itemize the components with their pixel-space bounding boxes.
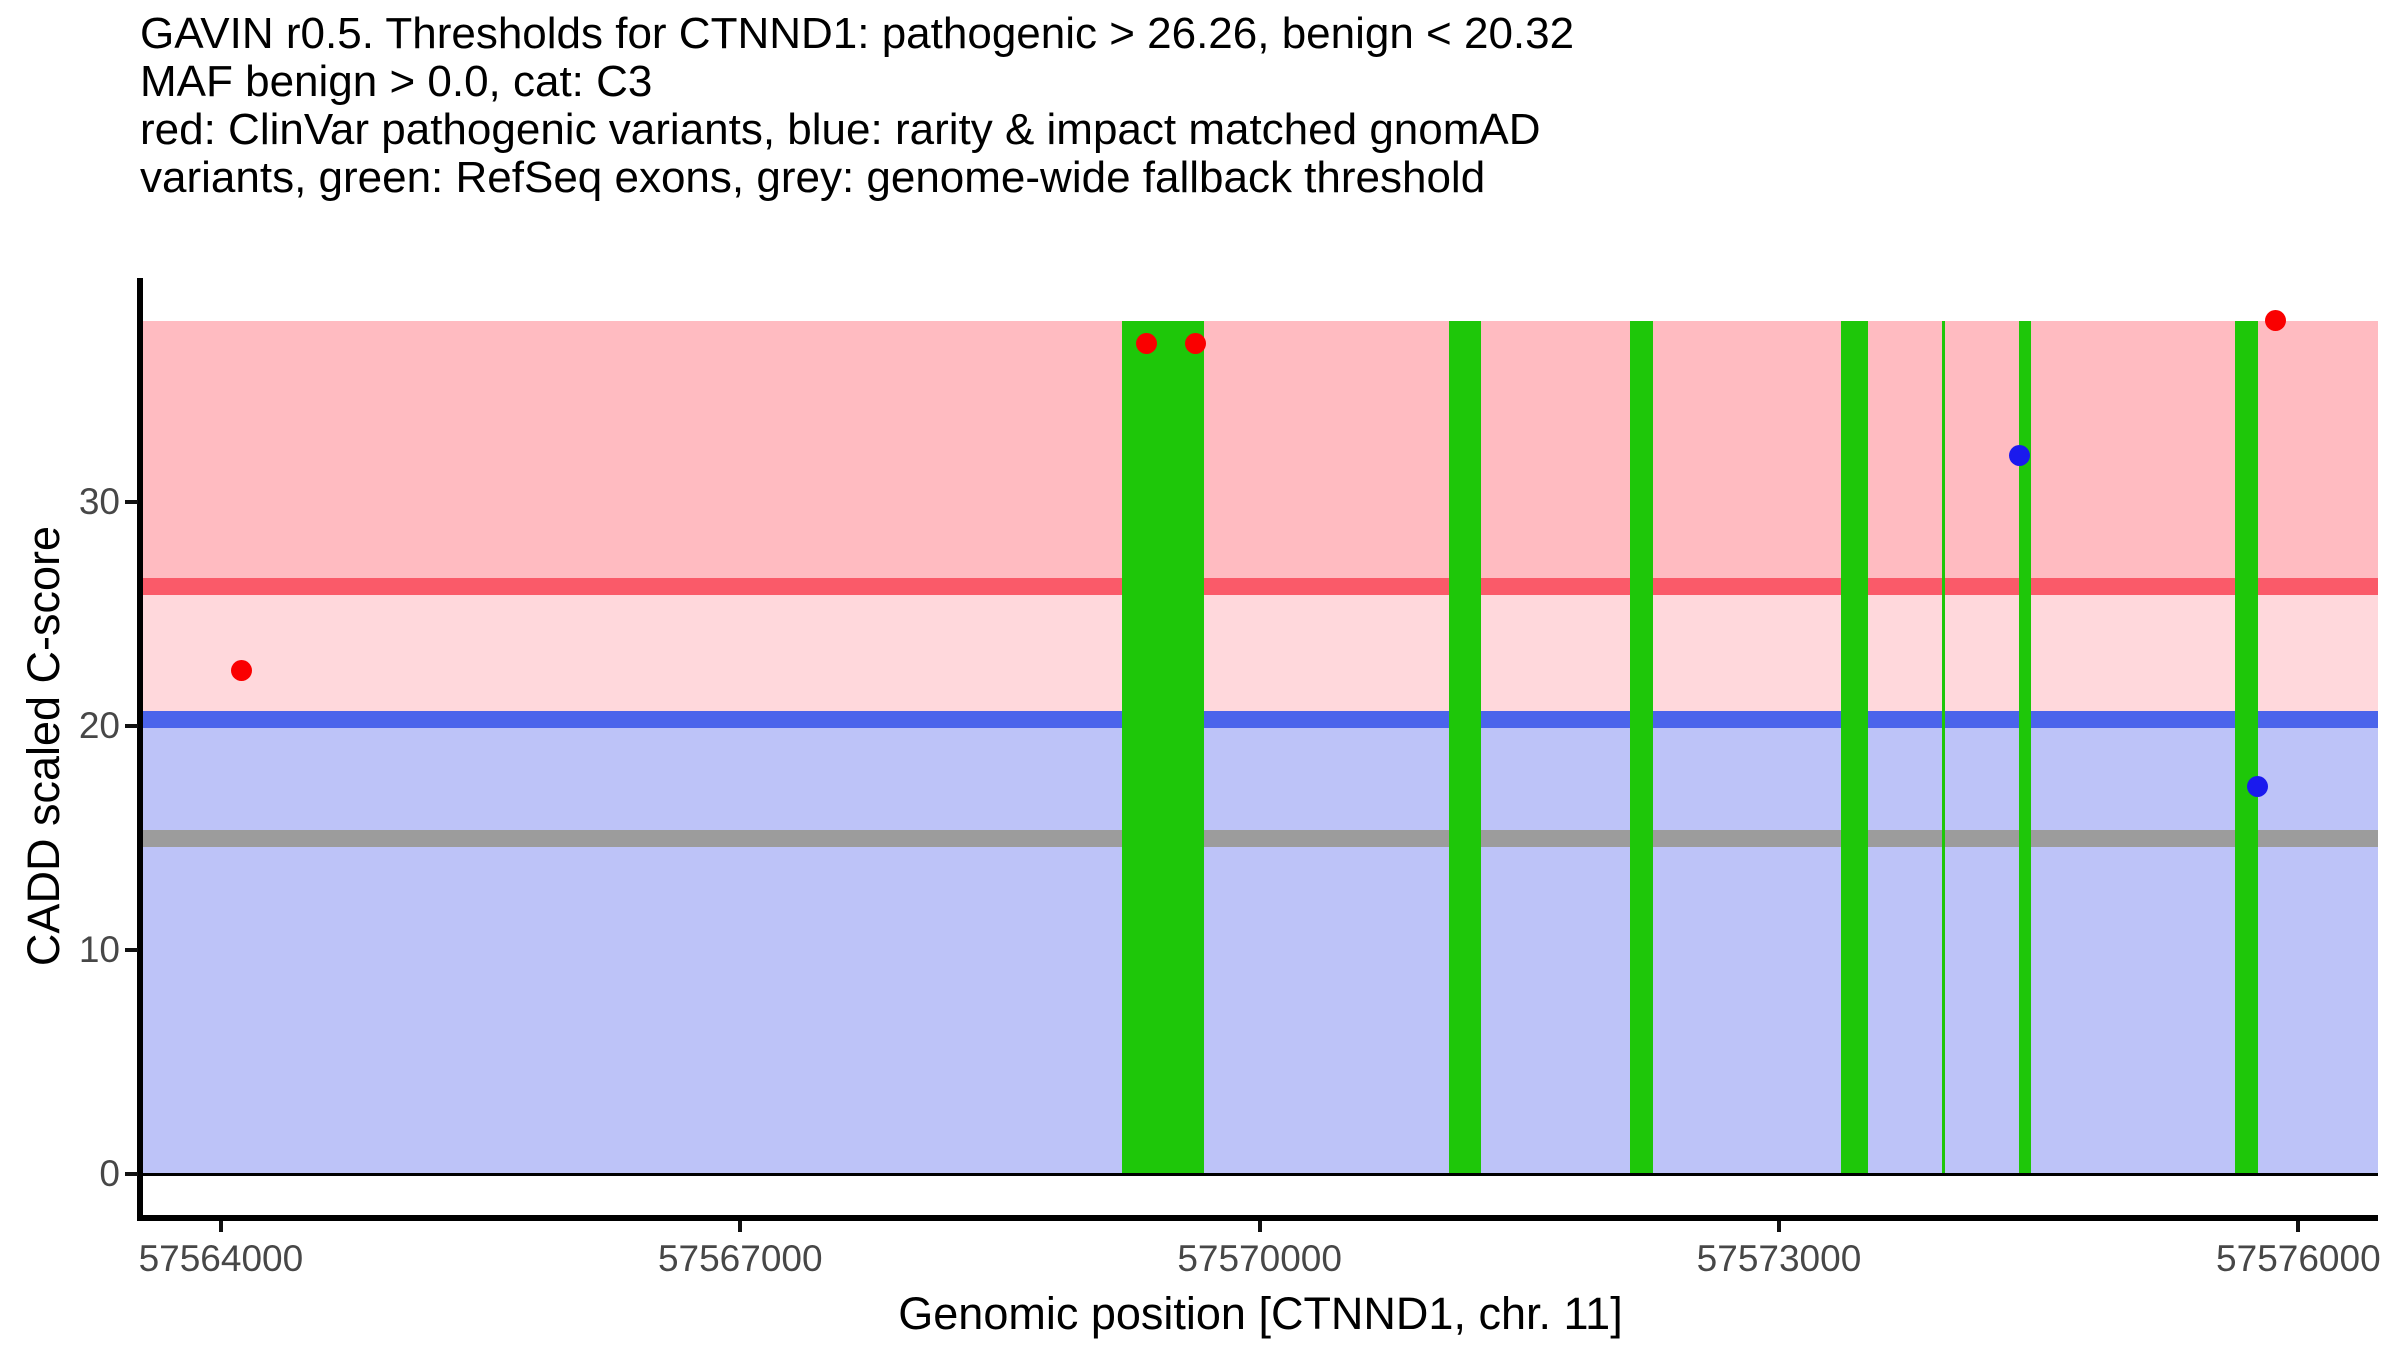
clinvar-pathogenic-variant-dot xyxy=(1136,332,1158,354)
x-axis-tick xyxy=(2296,1221,2301,1232)
plot-title-line-2: MAF benign > 0.0, cat: C3 xyxy=(140,57,653,106)
plot-title: GAVIN r0.5. Thresholds for CTNND1: patho… xyxy=(140,10,1574,202)
plot-panel xyxy=(143,278,2378,1215)
x-axis-title: Genomic position [CTNND1, chr. 11] xyxy=(898,1288,1623,1339)
x-axis-tick xyxy=(1257,1221,1262,1232)
x-axis-tick xyxy=(218,1221,223,1232)
pathogenic-threshold-line xyxy=(143,577,2378,595)
plot-title-line-3: red: ClinVar pathogenic variants, blue: … xyxy=(140,105,1541,154)
pathogenic-zone xyxy=(143,320,2378,587)
refseq-exon-bar xyxy=(1630,320,1654,1175)
refseq-exon-bar xyxy=(1841,320,1869,1175)
plot-title-line-1: GAVIN r0.5. Thresholds for CTNND1: patho… xyxy=(140,9,1575,58)
y-axis-tick-label: 30 xyxy=(78,481,120,523)
x-axis-tick-label: 57570000 xyxy=(1177,1238,1342,1279)
plot-title-line-4: variants, green: RefSeq exons, grey: gen… xyxy=(140,153,1486,202)
gnomad-matched-variant-dot xyxy=(2009,444,2031,466)
x-axis-tick-label: 57576000 xyxy=(2216,1238,2381,1279)
x-axis-tick xyxy=(738,1221,743,1232)
refseq-exon-bar xyxy=(1942,320,1945,1175)
y-axis-tick xyxy=(125,1172,138,1177)
clinvar-pathogenic-variant-dot xyxy=(1184,332,1206,354)
y-axis-tick-label: 10 xyxy=(78,929,120,971)
clinvar-pathogenic-variant-dot xyxy=(2264,310,2286,332)
y-axis-line xyxy=(137,278,143,1221)
benign-zone xyxy=(143,719,2378,1175)
x-axis-line xyxy=(137,1215,2378,1221)
genome-wide-fallback-line xyxy=(143,829,2378,847)
refseq-exon-bar xyxy=(1449,320,1482,1175)
y-axis-tick xyxy=(125,724,138,729)
gnomad-matched-variant-dot xyxy=(2247,776,2269,798)
refseq-exon-bar xyxy=(2235,320,2259,1175)
y-axis-tick xyxy=(125,948,138,953)
x-axis-tick xyxy=(1776,1221,1781,1232)
refseq-exon-bar xyxy=(2019,320,2032,1175)
y-axis-tick-label: 20 xyxy=(78,705,120,747)
x-axis-tick-label: 57567000 xyxy=(657,1238,823,1279)
y-axis-tick-label: 0 xyxy=(99,1153,120,1195)
x-axis-tick-label: 57564000 xyxy=(138,1238,304,1279)
refseq-exon-bar xyxy=(1122,320,1205,1175)
y-axis-tick xyxy=(125,500,138,505)
clinvar-pathogenic-variant-dot xyxy=(231,659,253,681)
vous-zone xyxy=(143,586,2378,720)
zero-baseline xyxy=(143,1172,2378,1176)
benign-threshold-line xyxy=(143,710,2378,728)
x-axis-tick-label: 57573000 xyxy=(1696,1238,1862,1279)
